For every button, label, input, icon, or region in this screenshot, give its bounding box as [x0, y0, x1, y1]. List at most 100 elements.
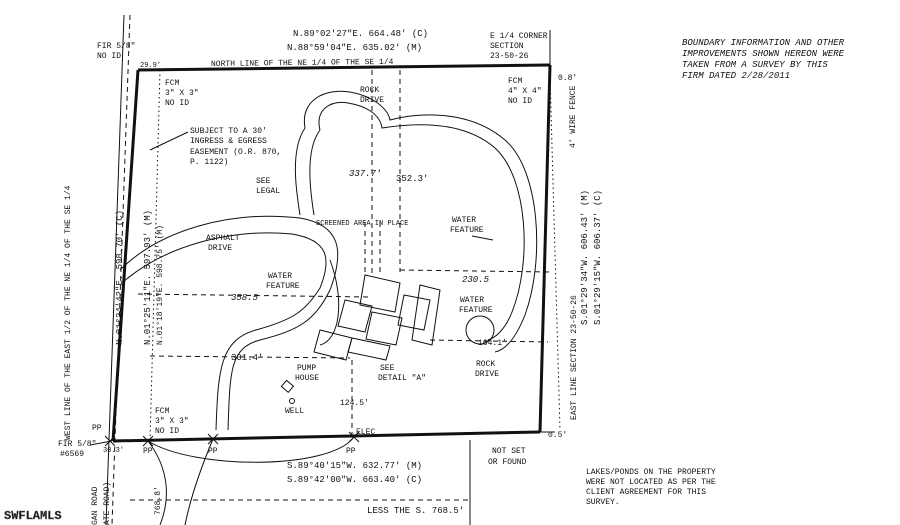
- fcm-nw: FCM 3" X 3" NO ID: [165, 79, 199, 108]
- easement-note: SUBJECT TO A 30' INGRESS & EGRESS EASEME…: [149, 127, 281, 167]
- west-line-label: WEST LINE OF THE EAST 1/2 OF THE NE 1/4 …: [64, 185, 73, 440]
- west-bearing-m: N.01°25'11"E. 597.93' (M): [143, 210, 153, 345]
- svg-text:NO ID: NO ID: [165, 99, 189, 108]
- dim-337-7: 337.7': [349, 169, 381, 179]
- water-feature-ne-2: FEATURE: [450, 226, 484, 235]
- svg-text:INGRESS & EGRESS: INGRESS & EGRESS: [190, 137, 267, 146]
- west-tie-line: [89, 440, 113, 446]
- screened-area-label: SCREENED AREA IN PLACE: [316, 220, 408, 228]
- dim-0-5: 0.5': [548, 431, 567, 440]
- dim-0-8: 0.8': [558, 74, 577, 83]
- water-feature-e-1: WATER: [460, 296, 484, 305]
- svg-text:LAKES/PONDS ON THE PROPERTY: LAKES/PONDS ON THE PROPERTY: [586, 468, 716, 477]
- fence-line: [549, 74, 561, 431]
- note-line-3: TAKEN FROM A SURVEY BY THIS: [682, 60, 828, 70]
- property-boundary: [111, 63, 552, 443]
- svg-text:CLIENT AGREEMENT FOR THIS: CLIENT AGREEMENT FOR THIS: [586, 488, 706, 497]
- pp-label-1: PP: [92, 424, 102, 433]
- road-label-1: GAN ROAD: [91, 486, 100, 525]
- svg-text:P. 1122): P. 1122): [190, 158, 228, 167]
- corner-label-3: 23-50-26: [490, 52, 529, 61]
- water-feature-ne-leader: [471, 235, 494, 241]
- svg-text:3" X 3": 3" X 3": [165, 89, 199, 98]
- dim-352-3: 352.3': [396, 174, 428, 184]
- south-line: [112, 430, 541, 443]
- fir-top-2: NO ID: [97, 52, 121, 61]
- dim-line-164: [429, 339, 549, 343]
- not-set-2: OR FOUND: [488, 458, 527, 467]
- corner-label-2: SECTION: [490, 42, 524, 51]
- rock-drive-se-2: DRIVE: [475, 370, 499, 379]
- utility-wires: [147, 436, 355, 525]
- asphalt-drive-2: DRIVE: [208, 244, 232, 253]
- pp-label-4: PP: [346, 447, 356, 456]
- note-line-1: BOUNDARY INFORMATION AND OTHER: [682, 38, 845, 48]
- note-line-4: FIRM DATED 2/28/2011: [682, 71, 790, 81]
- svg-text:EASEMENT (O.R. 870,: EASEMENT (O.R. 870,: [190, 148, 281, 157]
- dim-line-230: [399, 269, 551, 273]
- water-feature-w-1: WATER: [268, 272, 292, 281]
- south-bearing-m: S.89°40'15"W. 632.77' (M): [287, 461, 422, 471]
- dim-124-5: 124.5': [340, 399, 369, 408]
- fcm-ne: FCM 4" X 4" NO ID: [508, 77, 542, 106]
- pp-label-2: PP: [143, 447, 153, 456]
- svg-text:4" X 4": 4" X 4": [508, 87, 542, 96]
- west-bearing-m2: N.01°18'19"E. 598.75' (M): [156, 225, 165, 345]
- svg-text:NO ID: NO ID: [155, 427, 179, 436]
- svg-text:WERE NOT LOCATED AS PER THE: WERE NOT LOCATED AS PER THE: [586, 478, 716, 487]
- svg-text:NO ID: NO ID: [508, 97, 532, 106]
- east-line: [538, 64, 552, 433]
- well-icon: [289, 398, 295, 404]
- fir-top-1: FIR 5/8": [97, 42, 135, 51]
- rock-drive-circle: [465, 315, 495, 345]
- svg-text:FCM: FCM: [508, 77, 523, 86]
- house-footprint: [313, 222, 441, 361]
- well-label: WELL: [285, 407, 304, 416]
- rock-drive-top-1: ROCK: [360, 86, 379, 95]
- pump-house-icon: [280, 379, 295, 393]
- dim-358-5: 358.5: [231, 293, 259, 303]
- dim-29-9: 29.9': [140, 62, 161, 70]
- pump-house-2: HOUSE: [295, 374, 319, 383]
- dim-164-1: 164.1': [478, 339, 507, 348]
- see-legal-2: LEGAL: [256, 187, 280, 196]
- water-feature-e-2: FEATURE: [459, 306, 493, 315]
- note-line-2: IMPROVEMENTS SHOWN HEREON WERE: [682, 49, 845, 59]
- dim-line-301: [149, 355, 351, 359]
- west-bearing-c: N.01°24'42"E. 598.70' (C): [115, 210, 125, 345]
- see-detail-1: SEE: [380, 364, 395, 373]
- east-line-label: EAST LINE SECTION 23-50-26: [570, 295, 579, 420]
- less-label: LESS THE S. 768.5': [367, 506, 464, 516]
- reference-lines: [89, 14, 561, 525]
- rock-drive-top-2: DRIVE: [360, 96, 384, 105]
- pp-label-3: PP: [208, 447, 218, 456]
- water-feature-ne-1: WATER: [452, 216, 476, 225]
- road-label-2: ATE ROAD): [103, 482, 112, 525]
- pump-house-1: PUMP: [297, 364, 316, 373]
- north-line-label: NORTH LINE OF THE NE 1/4 OF THE SE 1/4: [211, 58, 394, 69]
- dim-768-8: 768.8': [154, 486, 163, 515]
- see-legal-1: SEE: [256, 177, 271, 186]
- watermark-logo: SWFLAMLS: [4, 509, 62, 523]
- north-line: [137, 63, 551, 72]
- corner-label: E 1/4 CORNER SECTION 23-50-26: [490, 32, 548, 61]
- svg-text:FCM: FCM: [165, 79, 180, 88]
- water-feature-w-2: FEATURE: [266, 282, 300, 291]
- dim-230-5: 230.5: [462, 275, 490, 285]
- asphalt-drive: [119, 215, 340, 431]
- dim-301-4: 301.4': [231, 353, 263, 363]
- elec-label: ELEC: [356, 428, 375, 437]
- fcm-sw: FCM 3" X 3" NO ID: [155, 407, 189, 436]
- corner-label-1: E 1/4 CORNER: [490, 32, 548, 41]
- fence-label: 4' WIRE FENCE: [569, 85, 578, 148]
- see-detail-2: DETAIL "A": [378, 374, 426, 383]
- fir-bottom-2: #6569: [60, 450, 84, 459]
- not-set-1: NOT SET: [492, 447, 526, 456]
- east-bearing-m: S.01°29'34"W. 606.43' (M): [580, 190, 590, 325]
- north-bearing-c: N.89°02'27"E. 664.48' (C): [293, 29, 428, 39]
- svg-text:SUBJECT TO A 30': SUBJECT TO A 30': [190, 127, 267, 136]
- power-pole-icon: [104, 435, 116, 447]
- inner-west-line: [149, 69, 161, 442]
- svg-text:FCM: FCM: [155, 407, 170, 416]
